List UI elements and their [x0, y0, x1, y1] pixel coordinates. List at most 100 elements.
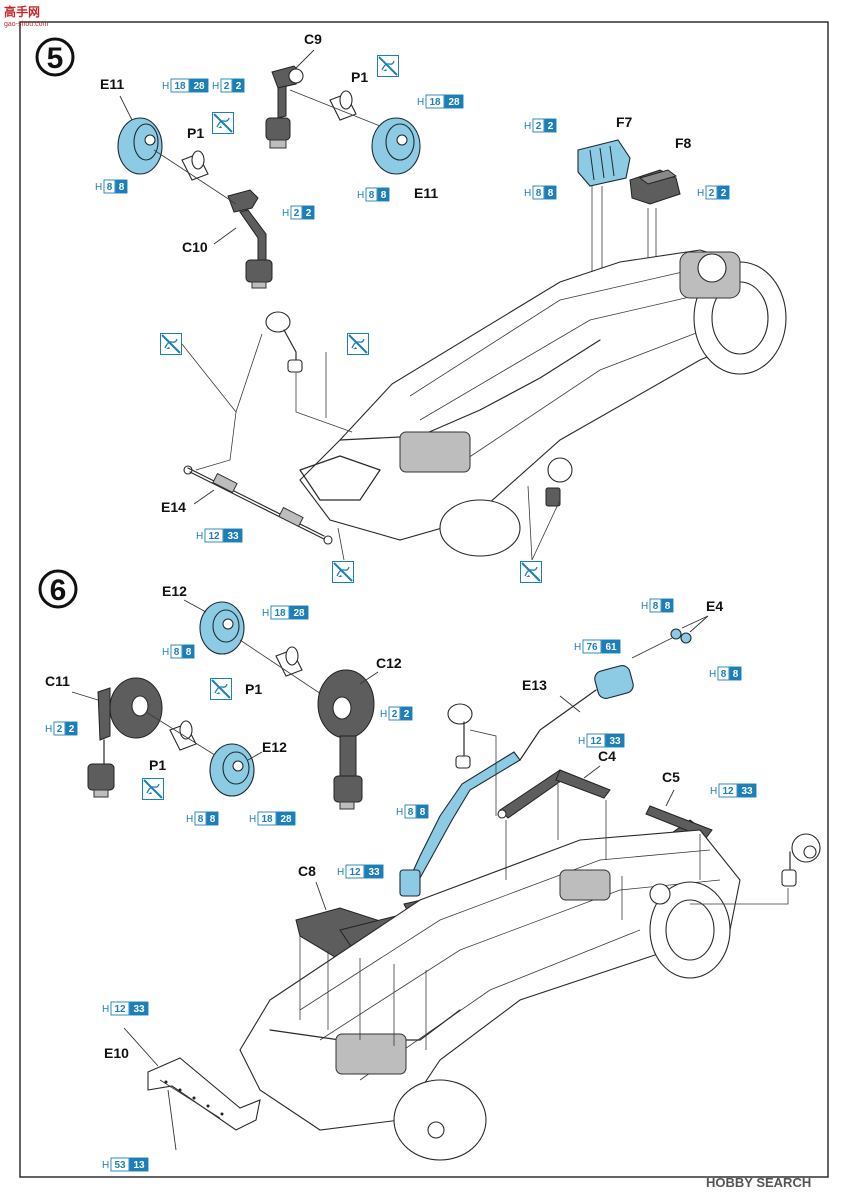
paint-code-prefix: H: [282, 208, 289, 219]
paint-code-number: 18: [174, 81, 186, 92]
label-e12-a: E12: [162, 583, 187, 599]
paint-code-prefix: H: [196, 531, 203, 542]
paint-code-box-filled: [717, 185, 730, 200]
paint-code-number: 53: [114, 1160, 126, 1171]
paint-code-box: [290, 205, 303, 220]
paint-code-number: 8: [107, 182, 113, 193]
paint-code-box-filled: [544, 185, 557, 200]
paint-code-box: [404, 804, 417, 819]
paint-code-box-filled: [661, 598, 674, 613]
label-c8: C8: [298, 863, 316, 879]
paint-code-prefix: H: [697, 188, 704, 199]
paint-code-prefix: H: [45, 724, 52, 735]
part-e12-pulley-bottom: [209, 743, 255, 797]
label-e14: E14: [161, 499, 186, 515]
paint-code-box-filled: [189, 78, 209, 93]
paint-code-box: [365, 187, 378, 202]
paint-code-prefix: H: [578, 736, 585, 747]
paint-code-number: 18: [274, 608, 286, 619]
part-p1-bushing: [275, 646, 303, 677]
paint-code-box-filled: [416, 804, 429, 819]
paint-code-box: [220, 78, 233, 93]
label-c10: C10: [182, 239, 208, 255]
svg-text:HOBBY SEARCH: HOBBY SEARCH: [706, 1175, 811, 1190]
paint-code-prefix: H: [524, 121, 531, 132]
part-c10-engine-mount: [227, 189, 273, 289]
paint-code-prefix: H: [162, 647, 169, 658]
paint-code-number: 76: [586, 642, 598, 653]
paint-code-number: 18: [261, 814, 273, 825]
paint-code-number-alt: 2: [721, 188, 727, 199]
step-6: 6 E12 P1 C11: [38, 569, 821, 1161]
paint-code-prefix: H: [337, 867, 344, 878]
paint-code-number-alt: 61: [605, 642, 617, 653]
paint-code-prefix: H: [162, 81, 169, 92]
label-e13: E13: [522, 677, 547, 693]
paint-code-prefix: H: [262, 608, 269, 619]
paint-code-box-filled: [129, 1001, 149, 1016]
paint-code-prefix: H: [574, 642, 581, 653]
paint-code-prefix: H: [95, 182, 102, 193]
paint-code-number-alt: 28: [293, 608, 305, 619]
no-glue-icon: [347, 333, 369, 355]
paint-code-prefix: H: [102, 1160, 109, 1171]
paint-code-box-filled: [289, 605, 309, 620]
paint-code-box: [110, 1157, 130, 1172]
paint-code-box: [194, 811, 207, 826]
paint-code-box: [582, 639, 602, 654]
paint-code-number: 8: [174, 647, 180, 658]
paint-code-prefix: H: [709, 669, 716, 680]
paint-code-box: [170, 78, 190, 93]
paint-code-number-alt: 33: [368, 867, 380, 878]
no-glue-icon: [377, 55, 399, 77]
paint-code-prefix: H: [417, 97, 424, 108]
paint-code-box-filled: [232, 78, 245, 93]
chassis-step-6: [239, 829, 741, 1161]
label-c11: C11: [45, 673, 70, 689]
paint-code-prefix: H: [249, 814, 256, 825]
paint-code-number: 2: [709, 188, 715, 199]
paint-code-box-filled: [65, 721, 78, 736]
label-c4: C4: [598, 748, 616, 764]
no-glue-icon: [210, 678, 232, 700]
paint-code-box: [532, 185, 545, 200]
svg-text:gao-shou.com: gao-shou.com: [4, 21, 49, 28]
paint-code-number-alt: 8: [420, 807, 426, 818]
paint-code-box: [586, 733, 606, 748]
paint-code-number-alt: 33: [609, 736, 621, 747]
label-e12-b: E12: [262, 739, 287, 755]
step-5-number: 5: [47, 42, 64, 75]
step-5: 5 C9 P1 E11 E11: [35, 31, 787, 583]
paint-code-number-alt: 8: [665, 601, 671, 612]
paint-code-number: 2: [294, 208, 300, 219]
paint-code-number-alt: 28: [193, 81, 205, 92]
part-mount-small: [265, 311, 303, 373]
paint-code-number-alt: 8: [119, 182, 125, 193]
part-c4-crossmember: [497, 769, 611, 819]
paint-code-prefix: H: [641, 601, 648, 612]
paint-code-box-filled: [377, 187, 390, 202]
label-p1-b: P1: [187, 125, 204, 141]
paint-code-box-filled: [206, 811, 219, 826]
part-mount-small: [447, 703, 473, 769]
paint-code-box: [204, 528, 224, 543]
paint-code-box-filled: [737, 783, 757, 798]
paint-code-number: 8: [536, 188, 542, 199]
footer-brand: HOBBY SEARCH: [706, 1175, 811, 1190]
svg-text:高手网: 高手网: [4, 4, 40, 19]
paint-code-number-alt: 8: [733, 669, 739, 680]
step-6-badge: [38, 569, 78, 609]
paint-code-number: 2: [57, 724, 63, 735]
paint-code-number-alt: 33: [741, 786, 753, 797]
paint-code-prefix: H: [380, 709, 387, 720]
paint-code-box: [718, 783, 738, 798]
no-glue-icon: [142, 778, 164, 800]
